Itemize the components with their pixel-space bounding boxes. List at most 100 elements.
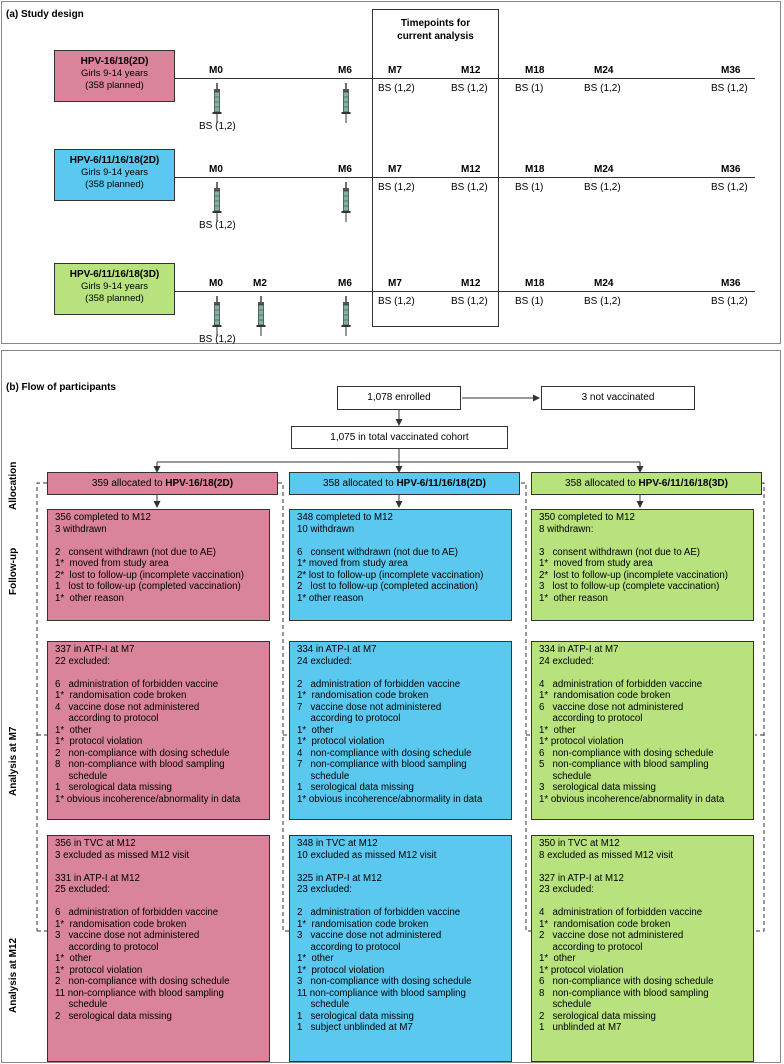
flow-line: 5 non-compliance with blood sampling <box>539 759 709 770</box>
flow-line: 3 vaccine dose not administered <box>55 930 200 941</box>
blood-sample-label: BS (1,2) <box>451 296 488 307</box>
arm-box: HPV-6/11/16/18(2D)Girls 9-14 years(358 p… <box>54 149 175 201</box>
dose-timepoint-label: M0 <box>209 164 223 175</box>
study-design-title: (a) Study design <box>6 9 84 20</box>
arm-timeline <box>175 177 755 178</box>
flow-line: 1* protocol violation <box>55 736 143 747</box>
flow-line: 1* randomisation code broken <box>539 690 671 701</box>
flow-line: 6 consent withdrawn (not due to AE) <box>297 546 459 558</box>
flow-line: 334 in ATP-I at M7 <box>539 644 619 655</box>
flow-line: 7 non-compliance with blood sampling <box>297 759 467 770</box>
flow-line: 1 lost to follow-up (completed vaccinati… <box>55 581 241 592</box>
timepoints-box-label: Timepoints for current analysis <box>397 18 474 42</box>
blood-sample-label: BS (1,2) <box>584 296 621 307</box>
allocation-arm-name: HPV-16/18(2D) <box>165 478 234 489</box>
arm-age: Girls 9-14 years <box>80 68 149 79</box>
tvc-box: 1,075 in total vaccinated cohort <box>291 426 508 449</box>
flow-line: 1* other <box>539 724 576 736</box>
flow-line: according to protocol <box>297 713 401 724</box>
flow-line <box>539 861 753 873</box>
flow-line: 2 administration of forbidden vaccine <box>297 678 461 690</box>
flow-line: 1 serological data missing <box>55 782 172 793</box>
flow-line: 2* lost to follow-up (incomplete vaccina… <box>539 569 728 581</box>
flow-line: 1* randomisation code broken <box>297 690 429 701</box>
arm-name: HPV-6/11/16/18(2D) <box>69 155 160 166</box>
flow-line <box>55 535 269 547</box>
flow-line: 331 in ATP-I at M12 <box>55 872 140 884</box>
flow-line: 356 completed to M12 <box>55 512 151 523</box>
flow-line <box>539 667 753 679</box>
blood-sample-label: BS (1) <box>515 83 544 94</box>
flow-line: 1 serological data missing <box>297 1010 414 1022</box>
arm-age: Girls 9-14 years <box>80 281 149 292</box>
flow-line: 1* other <box>297 724 334 736</box>
flow-line: 1* other <box>55 953 92 964</box>
flow-line: 2* lost to follow-up (incomplete vaccina… <box>55 569 244 581</box>
allocation-box: 359 allocated to HPV-16/18(2D) <box>47 472 278 495</box>
flow-title: (b) Flow of participants <box>6 382 116 393</box>
row-label-allocation: Allocation <box>8 461 19 510</box>
dose-timepoint-label: M6 <box>338 65 352 76</box>
flow-line: 1* randomisation code broken <box>55 918 187 930</box>
allocation-box: 358 allocated to HPV-6/11/16/18(2D) <box>289 472 520 495</box>
allocation-count: 359 allocated to <box>91 478 166 489</box>
arm-box: HPV-6/11/16/18(3D)Girls 9-14 years(358 p… <box>54 263 175 315</box>
flow-line: 3 lost to follow-up (complete vaccinatio… <box>539 581 720 592</box>
flow-line: 1* protocol violation <box>539 964 624 976</box>
syringe-icon <box>255 296 267 336</box>
blood-sample-label: BS (1,2) <box>584 182 621 193</box>
flow-line: according to protocol <box>539 713 643 724</box>
timepoints-box <box>372 9 499 327</box>
visit-timepoint-label: M24 <box>594 164 614 175</box>
visit-timepoint-label: M36 <box>721 278 741 289</box>
flow-line: 6 administration of forbidden vaccine <box>55 678 219 690</box>
allocation-count: 358 allocated to <box>323 478 397 489</box>
flow-line: according to protocol <box>55 941 159 953</box>
dose-timepoint-label: M2 <box>253 278 267 289</box>
flow-panel <box>1 350 781 1063</box>
flow-line: 4 administration of forbidden vaccine <box>539 907 703 918</box>
flow-line: 3 non-compliance with dosing schedule <box>297 976 472 987</box>
blood-sample-label: BS (1,2) <box>378 296 415 307</box>
visit-timepoint-label: M18 <box>525 278 545 289</box>
flow-line: 7 vaccine dose not administered <box>297 701 442 713</box>
enrolled-box: 1,078 enrolled <box>337 386 461 410</box>
flow-line: 8 non-compliance with blood sampling <box>55 759 225 770</box>
blood-sample-label: BS (1,2) <box>451 83 488 94</box>
flow-line: 327 in ATP-I at M12 <box>539 872 624 884</box>
flow-line: 1* obvious incoherence/abnormality in da… <box>297 793 483 805</box>
flow-line: according to protocol <box>539 941 643 953</box>
visit-timepoint-label: M12 <box>461 278 481 289</box>
flow-line: 11 non-compliance with blood sampling <box>55 987 224 999</box>
arm-planned: (358 planned) <box>85 179 144 190</box>
flow-line: 1* protocol violation <box>297 964 385 976</box>
arm-name: HPV-16/18(2D) <box>80 56 149 67</box>
flow-line: schedule <box>539 770 592 782</box>
blood-sample-label: BS (1,2) <box>711 83 748 94</box>
flow-line: 4 vaccine dose not administered <box>55 701 200 713</box>
dose-timepoint-label: M6 <box>338 278 352 289</box>
flow-line: 356 in TVC at M12 <box>55 838 136 849</box>
flow-line: 1* other reason <box>297 592 364 604</box>
flow-line: 1* moved from study area <box>539 558 653 569</box>
flow-line: 8 non-compliance with blood sampling <box>539 987 709 999</box>
allocation-arm-name: HPV-6/11/16/18(3D) <box>638 478 728 489</box>
flow-line: 6 vaccine dose not administered <box>539 701 684 713</box>
flow-line: according to protocol <box>55 713 159 724</box>
flow-line: 1* protocol violation <box>297 736 385 747</box>
arm-planned: (358 planned) <box>85 293 144 304</box>
visit-timepoint-label: M18 <box>525 65 545 76</box>
not-vaccinated-box: 3 not vaccinated <box>541 386 695 410</box>
visit-timepoint-label: M36 <box>721 65 741 76</box>
flow-line <box>297 896 511 908</box>
flow-line: 348 completed to M12 <box>297 512 393 523</box>
flow-line: schedule <box>55 770 108 782</box>
blood-sample-label: BS (1,2) <box>711 182 748 193</box>
